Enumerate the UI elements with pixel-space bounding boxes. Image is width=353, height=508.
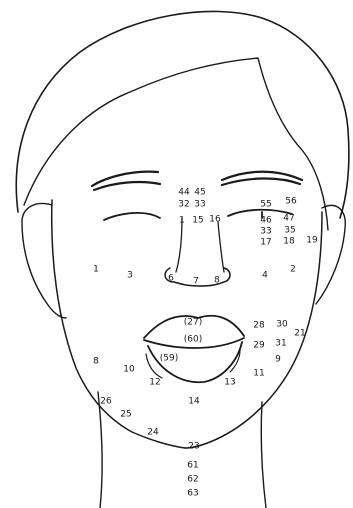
point-6: 6 <box>168 275 174 284</box>
point-19: 19 <box>306 237 317 246</box>
neck-left <box>98 392 102 508</box>
left-eyebrow <box>92 172 160 190</box>
point-8a: 8 <box>214 277 220 286</box>
point-16: 16 <box>209 216 220 225</box>
point-61: 61 <box>187 462 198 471</box>
point-29: 29 <box>253 342 264 351</box>
point-32: 32 <box>178 201 189 210</box>
point-25: 25 <box>120 411 131 420</box>
neck-right <box>261 402 266 508</box>
point-60: (60) <box>184 336 202 345</box>
point-30: 30 <box>276 321 287 330</box>
point-4: 4 <box>262 272 268 281</box>
point-26: 26 <box>100 398 111 407</box>
point-31: 31 <box>275 340 286 349</box>
point-14: 14 <box>188 398 199 407</box>
point-23: 23 <box>188 443 199 452</box>
point-13: 13 <box>224 379 235 388</box>
point-1b: 1 <box>93 266 99 275</box>
point-12: 12 <box>149 379 160 388</box>
point-3: 3 <box>127 272 133 281</box>
point-8b: 8 <box>93 358 99 367</box>
left-ear <box>22 204 66 318</box>
point-15: 15 <box>192 217 203 226</box>
point-24: 24 <box>147 429 158 438</box>
nose-bridge-right <box>218 222 224 272</box>
point-33: 33 <box>194 201 205 210</box>
point-56: 56 <box>285 198 296 207</box>
point-47: 47 <box>283 215 294 224</box>
point-27: (27) <box>184 319 202 328</box>
point-62: 62 <box>187 476 198 485</box>
point-2: 2 <box>290 266 296 275</box>
point-17: 17 <box>260 239 271 248</box>
point-7: 7 <box>193 278 199 287</box>
point-1a: 1 <box>179 217 185 226</box>
point-10: 10 <box>123 366 134 375</box>
nose-bridge-left <box>176 218 182 272</box>
point-21: 21 <box>294 330 305 339</box>
point-28: 28 <box>253 322 264 331</box>
right-eyebrow <box>222 172 302 185</box>
point-63: 63 <box>187 490 198 499</box>
point-18: 18 <box>283 238 294 247</box>
point-46: 46 <box>260 217 271 226</box>
face-contour-left <box>52 200 185 448</box>
point-35: 35 <box>284 227 295 236</box>
point-11: 11 <box>253 370 264 379</box>
point-59: (59) <box>160 355 178 364</box>
point-33b: 33 <box>260 228 271 237</box>
point-9: 9 <box>275 356 281 365</box>
point-55: 55 <box>260 201 271 210</box>
point-45: 45 <box>194 189 205 198</box>
hairline <box>24 58 328 230</box>
left-eye <box>104 213 160 220</box>
point-44: 44 <box>178 189 189 198</box>
